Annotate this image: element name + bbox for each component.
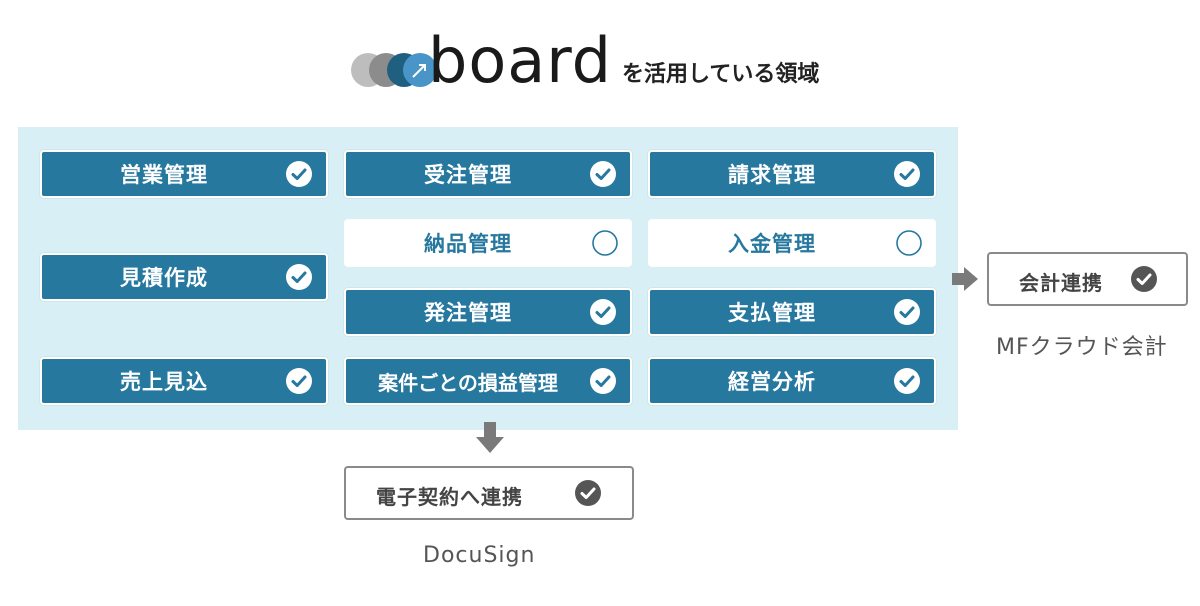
module-delivery-management: 納品管理 [344, 219, 632, 267]
contract-integration-label: 電子契約へ連携 [376, 485, 523, 509]
module-payment-received-management: 入金管理 [648, 219, 936, 267]
check-circle-icon [286, 368, 312, 394]
module-label: 経営分析 [728, 370, 816, 394]
module-business-analysis: 経営分析 [648, 357, 936, 405]
module-label: 納品管理 [424, 232, 512, 256]
module-label: 発注管理 [424, 301, 512, 325]
module-label: 支払管理 [728, 301, 816, 325]
empty-circle-icon [592, 230, 618, 256]
board-logo-mark-icon [351, 53, 437, 87]
module-payment-management: 支払管理 [648, 288, 936, 336]
arrow-down-icon [476, 422, 504, 453]
module-label: 売上見込 [120, 370, 208, 394]
module-label: 受注管理 [424, 163, 512, 187]
board-logo-text: board [428, 24, 613, 97]
check-circle-icon [590, 368, 616, 394]
header-caption: を活用している領域 [622, 62, 820, 87]
empty-circle-icon [896, 230, 922, 256]
check-circle-icon [286, 161, 312, 187]
modules-panel: 営業管理 受注管理 請求管理 納品管理 入金管理 見積作成 発注管理 支払管理 … [18, 127, 958, 430]
module-label: 案件ごとの損益管理 [378, 370, 558, 395]
module-label: 営業管理 [120, 163, 208, 187]
accounting-integration-box: 会計連携 [987, 252, 1188, 306]
check-circle-icon [590, 299, 616, 325]
contract-provider-name: DocuSign [423, 543, 536, 568]
module-sales-forecast: 売上見込 [40, 357, 328, 405]
contract-integration-box: 電子契約へ連携 [344, 466, 634, 520]
module-order-management: 受注管理 [344, 150, 632, 198]
arrow-right-icon [952, 267, 978, 291]
module-label: 請求管理 [728, 163, 816, 187]
check-circle-icon [286, 264, 312, 290]
module-quote-creation: 見積作成 [40, 253, 328, 301]
module-project-profit-management: 案件ごとの損益管理 [344, 357, 632, 405]
check-circle-icon [590, 161, 616, 187]
check-circle-icon [894, 299, 920, 325]
accounting-provider-name: MFクラウド会計 [996, 335, 1168, 360]
accounting-integration-label: 会計連携 [1019, 271, 1103, 295]
header: board を活用している領域 [350, 24, 870, 100]
check-circle-icon [575, 480, 601, 506]
module-label: 入金管理 [728, 232, 816, 256]
module-billing-management: 請求管理 [648, 150, 936, 198]
module-label: 見積作成 [120, 266, 208, 290]
module-sales-management: 営業管理 [40, 150, 328, 198]
check-circle-icon [1131, 266, 1157, 292]
check-circle-icon [894, 161, 920, 187]
check-circle-icon [894, 368, 920, 394]
module-purchase-order-management: 発注管理 [344, 288, 632, 336]
